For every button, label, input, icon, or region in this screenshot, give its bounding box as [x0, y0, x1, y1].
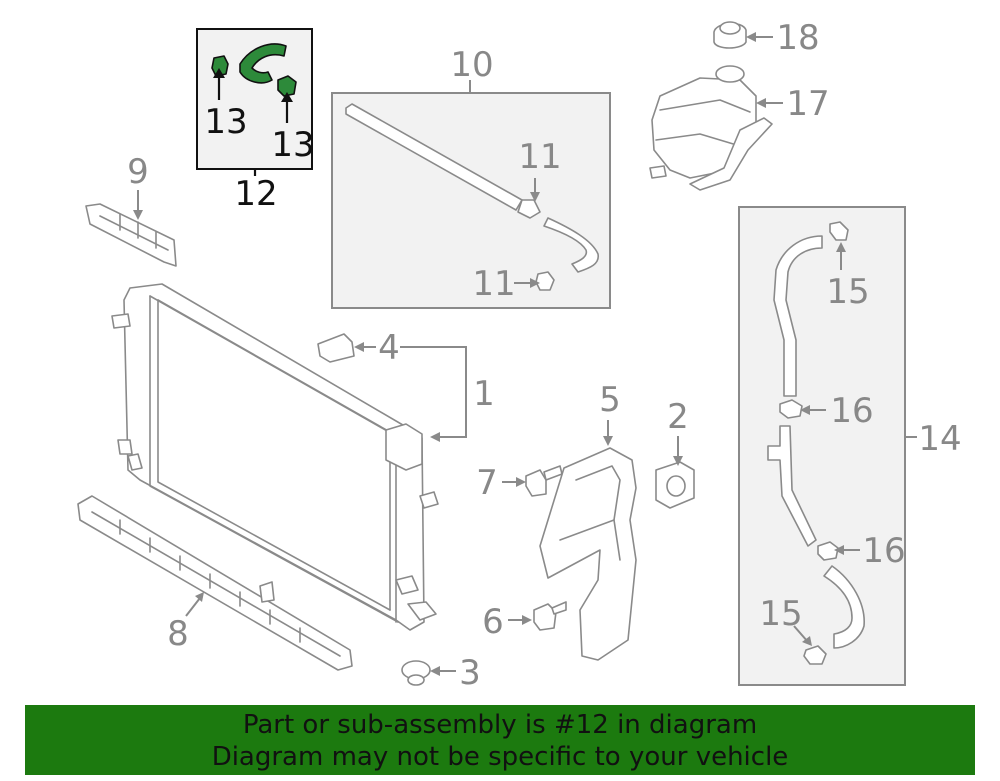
callout-11a: 11	[518, 137, 561, 177]
hose-12-highlighted[interactable]	[211, 43, 297, 97]
bracket-line-1	[400, 346, 467, 438]
cap-18	[713, 21, 747, 49]
grommet-3	[401, 660, 431, 686]
arrow-17	[756, 98, 766, 108]
banner-line-1: Part or sub-assembly is #12 in diagram	[242, 710, 758, 740]
hose-10	[345, 103, 600, 291]
callout-8: 8	[167, 614, 189, 654]
arrow-5	[603, 436, 613, 446]
callout-4: 4	[378, 328, 400, 368]
arrow-8	[195, 592, 204, 602]
callout-5: 5	[599, 380, 621, 420]
arrow-11b	[530, 278, 540, 288]
callout-17: 17	[786, 84, 829, 124]
callout-12: 12	[234, 174, 277, 214]
callout-1: 1	[473, 374, 495, 414]
arrow-18	[746, 32, 756, 42]
bolt-6	[533, 601, 567, 631]
callout-13a: 13	[204, 102, 247, 142]
arrow-1	[430, 432, 440, 442]
arrow-2	[673, 456, 683, 466]
arrow-7	[516, 477, 526, 487]
arrow-6	[522, 615, 532, 625]
callout-15b: 15	[759, 594, 802, 634]
arrow-11a	[530, 192, 540, 202]
mount-2	[655, 461, 695, 509]
air-guide-8	[77, 495, 353, 671]
arrow-9	[133, 210, 143, 220]
reservoir-17	[649, 65, 773, 191]
callout-18: 18	[776, 18, 819, 58]
callout-7: 7	[476, 463, 498, 503]
arrow-13b	[281, 92, 293, 102]
arrow-16a	[800, 405, 810, 415]
leader-8	[185, 597, 201, 617]
arrow-15a	[836, 242, 846, 252]
arrow-16b	[834, 545, 844, 555]
callout-6: 6	[482, 602, 504, 642]
callout-16b: 16	[862, 531, 905, 571]
hose-14-assembly	[767, 221, 865, 665]
arrow-3	[430, 666, 440, 676]
callout-2: 2	[667, 397, 689, 437]
callout-10: 10	[450, 45, 493, 85]
arrow-15b	[802, 636, 812, 646]
shroud-5	[539, 447, 637, 661]
banner-line-2: Diagram may not be specific to your vehi…	[211, 742, 789, 772]
arrow-13a	[213, 68, 225, 78]
info-banner: Part or sub-assembly is #12 in diagram D…	[25, 705, 975, 775]
radiator-1	[111, 283, 439, 631]
cap-4	[317, 333, 355, 363]
callout-11b: 11	[472, 264, 515, 304]
callout-9: 9	[127, 152, 149, 192]
arrow-4	[354, 342, 364, 352]
callout-3: 3	[459, 653, 481, 693]
bolt-7	[525, 465, 563, 497]
callout-16a: 16	[830, 391, 873, 431]
callout-15a: 15	[826, 272, 869, 312]
callout-14: 14	[918, 419, 961, 459]
callout-13b: 13	[271, 125, 314, 165]
group-box-14	[738, 206, 906, 686]
bracket-9	[85, 203, 177, 267]
